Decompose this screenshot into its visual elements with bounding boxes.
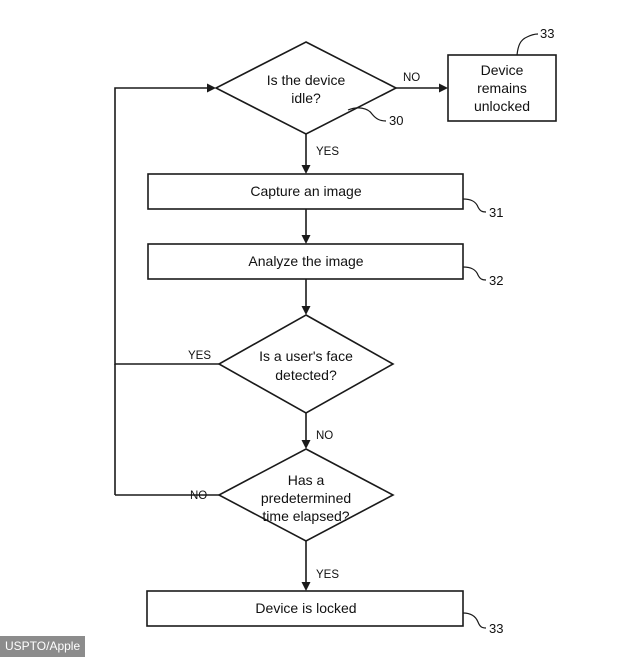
ref-33-top-leader — [516, 33, 539, 56]
unlocked-line-2: remains — [477, 80, 527, 96]
ref-30-leader — [347, 107, 387, 122]
face-decision-diamond — [217, 314, 395, 414]
arrow-into-locked — [301, 582, 311, 591]
remains-unlocked-box — [447, 54, 557, 122]
arrow-into-capture — [301, 165, 311, 174]
edge-loop-back-to-idle — [114, 87, 219, 365]
ref-32-leader — [462, 266, 487, 281]
edge-label-time-no: NO — [190, 490, 207, 502]
ref-number-31: 31 — [489, 205, 503, 220]
image-credit: USPTO/Apple — [0, 636, 86, 657]
ref-number-33-top: 33 — [540, 26, 554, 41]
idle-question-line-2: idle? — [291, 90, 321, 106]
edge-label-idle-yes: YES — [316, 146, 339, 158]
ref-33-bottom-leader — [462, 612, 487, 629]
capture-label: Capture an image — [250, 183, 362, 199]
arrow-into-idle — [207, 83, 216, 93]
locked-label: Device is locked — [255, 600, 356, 616]
time-question-line-3: time elapsed? — [262, 508, 349, 524]
ref-number-33-bottom: 33 — [489, 621, 503, 636]
analyze-label: Analyze the image — [248, 253, 363, 269]
arrow-into-analyze — [301, 235, 311, 244]
unlocked-line-1: Device — [481, 62, 524, 78]
edge-label-idle-no: NO — [403, 72, 420, 84]
face-question-line-2: detected? — [275, 367, 337, 383]
face-question-line-1: Is a user's face — [259, 348, 353, 364]
edge-label-face-yes: YES — [188, 350, 211, 362]
idle-question-line-1: Is the device — [267, 72, 346, 88]
ref-31-leader — [462, 198, 487, 213]
ref-number-32: 32 — [489, 273, 503, 288]
arrow-into-face — [301, 306, 311, 315]
unlocked-line-3: unlocked — [474, 98, 530, 114]
idle-decision-diamond — [214, 41, 398, 135]
device-locked-box — [146, 590, 464, 627]
time-question-line-2: predetermined — [261, 490, 351, 506]
ref-number-30: 30 — [389, 113, 403, 128]
arrow-into-unlocked — [439, 83, 448, 93]
capture-image-box — [147, 173, 464, 210]
time-question-line-1: Has a — [288, 472, 325, 488]
arrow-into-time — [301, 440, 311, 449]
edge-label-time-yes: YES — [316, 569, 339, 581]
edge-label-face-no: NO — [316, 430, 333, 442]
